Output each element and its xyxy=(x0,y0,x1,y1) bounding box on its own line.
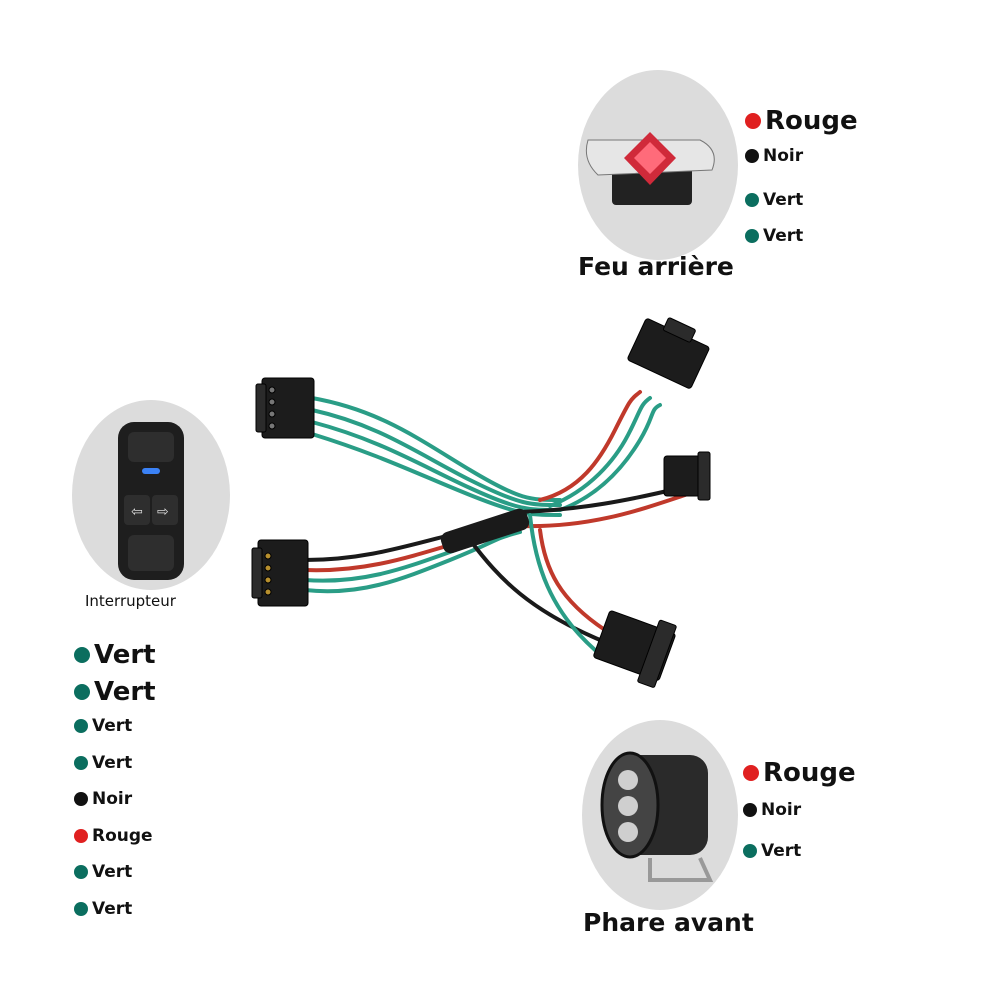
wire-green-2 xyxy=(310,408,562,507)
vert-dot-icon xyxy=(743,844,757,858)
switch-wire-7: Vert xyxy=(74,862,132,882)
front-wire-3-label: Vert xyxy=(761,841,802,861)
wire-green-3 xyxy=(310,420,562,513)
rear-wire-1-label: Rouge xyxy=(765,106,858,136)
wire-green-1 xyxy=(310,396,562,502)
noir-dot-icon xyxy=(745,149,759,163)
junction-sleeve xyxy=(440,508,530,554)
connector-bottom-left xyxy=(251,539,309,607)
vert-dot-icon xyxy=(74,684,90,700)
vert-dot-icon xyxy=(74,719,88,733)
connector-bottom-right xyxy=(593,610,677,688)
switch-wire-5-label: Noir xyxy=(92,789,133,809)
switch-wire-6: Rouge xyxy=(74,826,153,846)
switch-wire-8-label: Vert xyxy=(92,899,133,919)
rear-light-caption: Feu arrière xyxy=(578,252,734,281)
connector-top-right xyxy=(627,317,710,389)
switch-caption: Interrupteur xyxy=(85,592,176,610)
noir-dot-icon xyxy=(743,803,757,817)
vert-dot-icon xyxy=(745,193,759,207)
front-wire-2-label: Noir xyxy=(761,800,802,820)
svg-text:⇨: ⇨ xyxy=(157,504,169,520)
vert-dot-icon xyxy=(74,865,88,879)
switch-wire-2-label: Vert xyxy=(94,677,156,707)
switch-wire-5: Noir xyxy=(74,789,132,809)
switch-wire-1: Vert xyxy=(74,640,156,670)
switch-wire-4-label: Vert xyxy=(92,753,133,773)
rear-wire-3-label: Vert xyxy=(763,190,804,210)
switch-wire-1-label: Vert xyxy=(94,640,156,670)
rouge-dot-icon xyxy=(745,113,761,129)
rouge-dot-icon xyxy=(743,765,759,781)
switch-wire-4: Vert xyxy=(74,753,132,773)
rear-wire-4: Vert xyxy=(745,226,803,246)
switch-wire-2: Vert xyxy=(74,677,156,707)
wire-green-left-b xyxy=(303,530,522,594)
noir-dot-icon xyxy=(74,792,88,806)
vert-dot-icon xyxy=(74,756,88,770)
rear-wire-4-label: Vert xyxy=(763,226,804,246)
wire-green-front xyxy=(528,513,597,652)
front-wire-2: Noir xyxy=(743,800,801,820)
connector-top-left xyxy=(255,377,315,439)
wire-green-rear-b xyxy=(558,403,662,512)
wire-green-rear-a xyxy=(548,396,652,508)
rear-wire-2: Noir xyxy=(745,146,803,166)
vert-dot-icon xyxy=(74,902,88,916)
front-light-caption: Phare avant xyxy=(583,908,754,937)
wire-red-rear xyxy=(538,390,642,502)
vert-dot-icon xyxy=(74,647,90,663)
wire-black-mid xyxy=(518,486,682,514)
switch-wire-6-label: Rouge xyxy=(92,826,153,846)
rear-wire-2-label: Noir xyxy=(763,146,804,166)
rear-wire-1: Rouge xyxy=(745,106,858,136)
front-wire-1-label: Rouge xyxy=(763,758,856,788)
switch-wire-7-label: Vert xyxy=(92,862,133,882)
wire-red-front xyxy=(538,528,607,632)
vert-dot-icon xyxy=(745,229,759,243)
front-wire-3: Vert xyxy=(743,841,801,861)
connector-mid-right xyxy=(663,451,711,501)
switch-wire-3: Vert xyxy=(74,716,132,736)
wire-green-4 xyxy=(310,432,562,517)
switch-wire-8: Vert xyxy=(74,899,132,919)
wire-red-mid xyxy=(518,493,687,529)
rouge-dot-icon xyxy=(74,829,88,843)
front-wire-1: Rouge xyxy=(743,758,856,788)
svg-text:⇦: ⇦ xyxy=(131,504,143,520)
switch-wire-3-label: Vert xyxy=(92,716,133,736)
rear-wire-3: Vert xyxy=(745,190,803,210)
